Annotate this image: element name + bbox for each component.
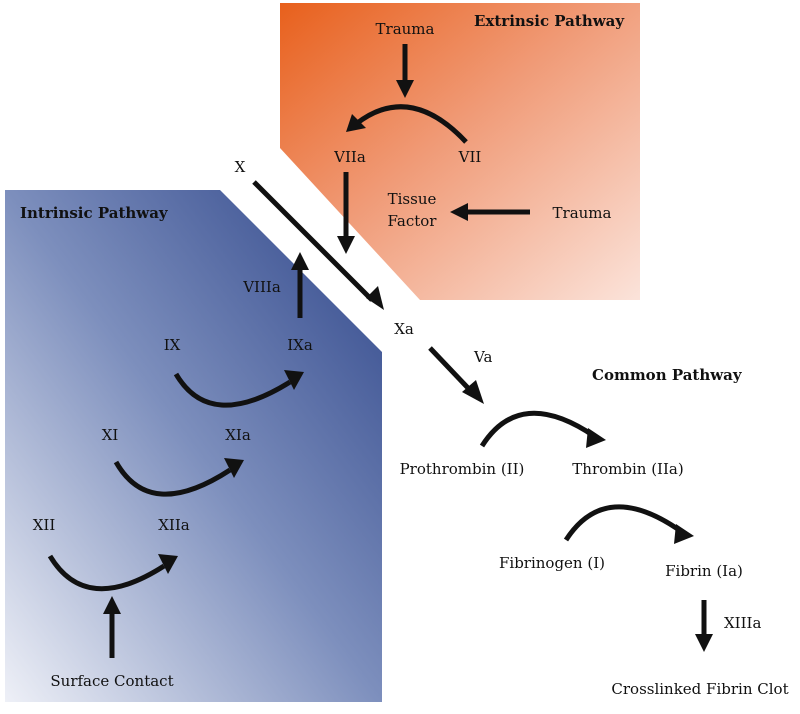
label-viiia: VIIIa [242,278,281,296]
arrow-xii-to-xiia [47,554,178,592]
arrow-viiia-up [291,252,309,318]
common-title: Common Pathway [592,366,743,384]
intrinsic-panel [5,190,382,702]
label-viia: VIIa [333,148,366,166]
arrow-xi-to-xia [113,458,244,497]
label-fibrinogen: Fibrinogen (I) [499,554,605,572]
label-prothrombin: Prothrombin (II) [400,460,525,478]
extrinsic-panel [280,3,640,300]
extrinsic-title: Extrinsic Pathway [474,12,625,30]
arrow-fibrin-to-clot [695,600,713,652]
label-x: X [235,158,246,176]
arrow-x-to-xa [252,180,384,310]
arrow-trauma-to-tissue-factor [450,203,530,221]
label-xia: XIa [225,426,251,444]
label-crosslinked-fibrin-clot: Crosslinked Fibrin Clot [611,680,788,698]
label-xa: Xa [394,320,414,338]
label-xi: XI [102,426,119,444]
label-va: Va [473,348,492,366]
label-tissue: Tissue [388,190,437,208]
label-xiia: XIIa [158,516,190,534]
arrow-fibrinogen-to-fibrin [563,504,694,544]
label-ixa: IXa [287,336,313,354]
label-trauma-right: Trauma [553,204,612,222]
arrow-prothrombin-to-thrombin [479,410,606,448]
label-surface-contact: Surface Contact [50,672,173,690]
label-xiiia: XIIIa [724,614,761,632]
arrow-ix-to-ixa [173,370,304,408]
intrinsic-title: Intrinsic Pathway [20,204,169,222]
label-ix: IX [164,336,181,354]
label-xii: XII [33,516,56,534]
arrow-viia-down [337,172,355,254]
arrow-vii-to-viia [346,104,468,144]
arrow-trauma-down [396,44,414,98]
arrow-surface-contact-up [103,596,121,658]
label-factor: Factor [388,212,438,230]
label-thrombin: Thrombin (IIa) [572,460,683,478]
arrow-xa-to-prothrombin [428,346,484,404]
label-fibrin: Fibrin (Ia) [665,562,743,580]
label-trauma-top: Trauma [376,20,435,38]
label-vii: VII [458,148,482,166]
